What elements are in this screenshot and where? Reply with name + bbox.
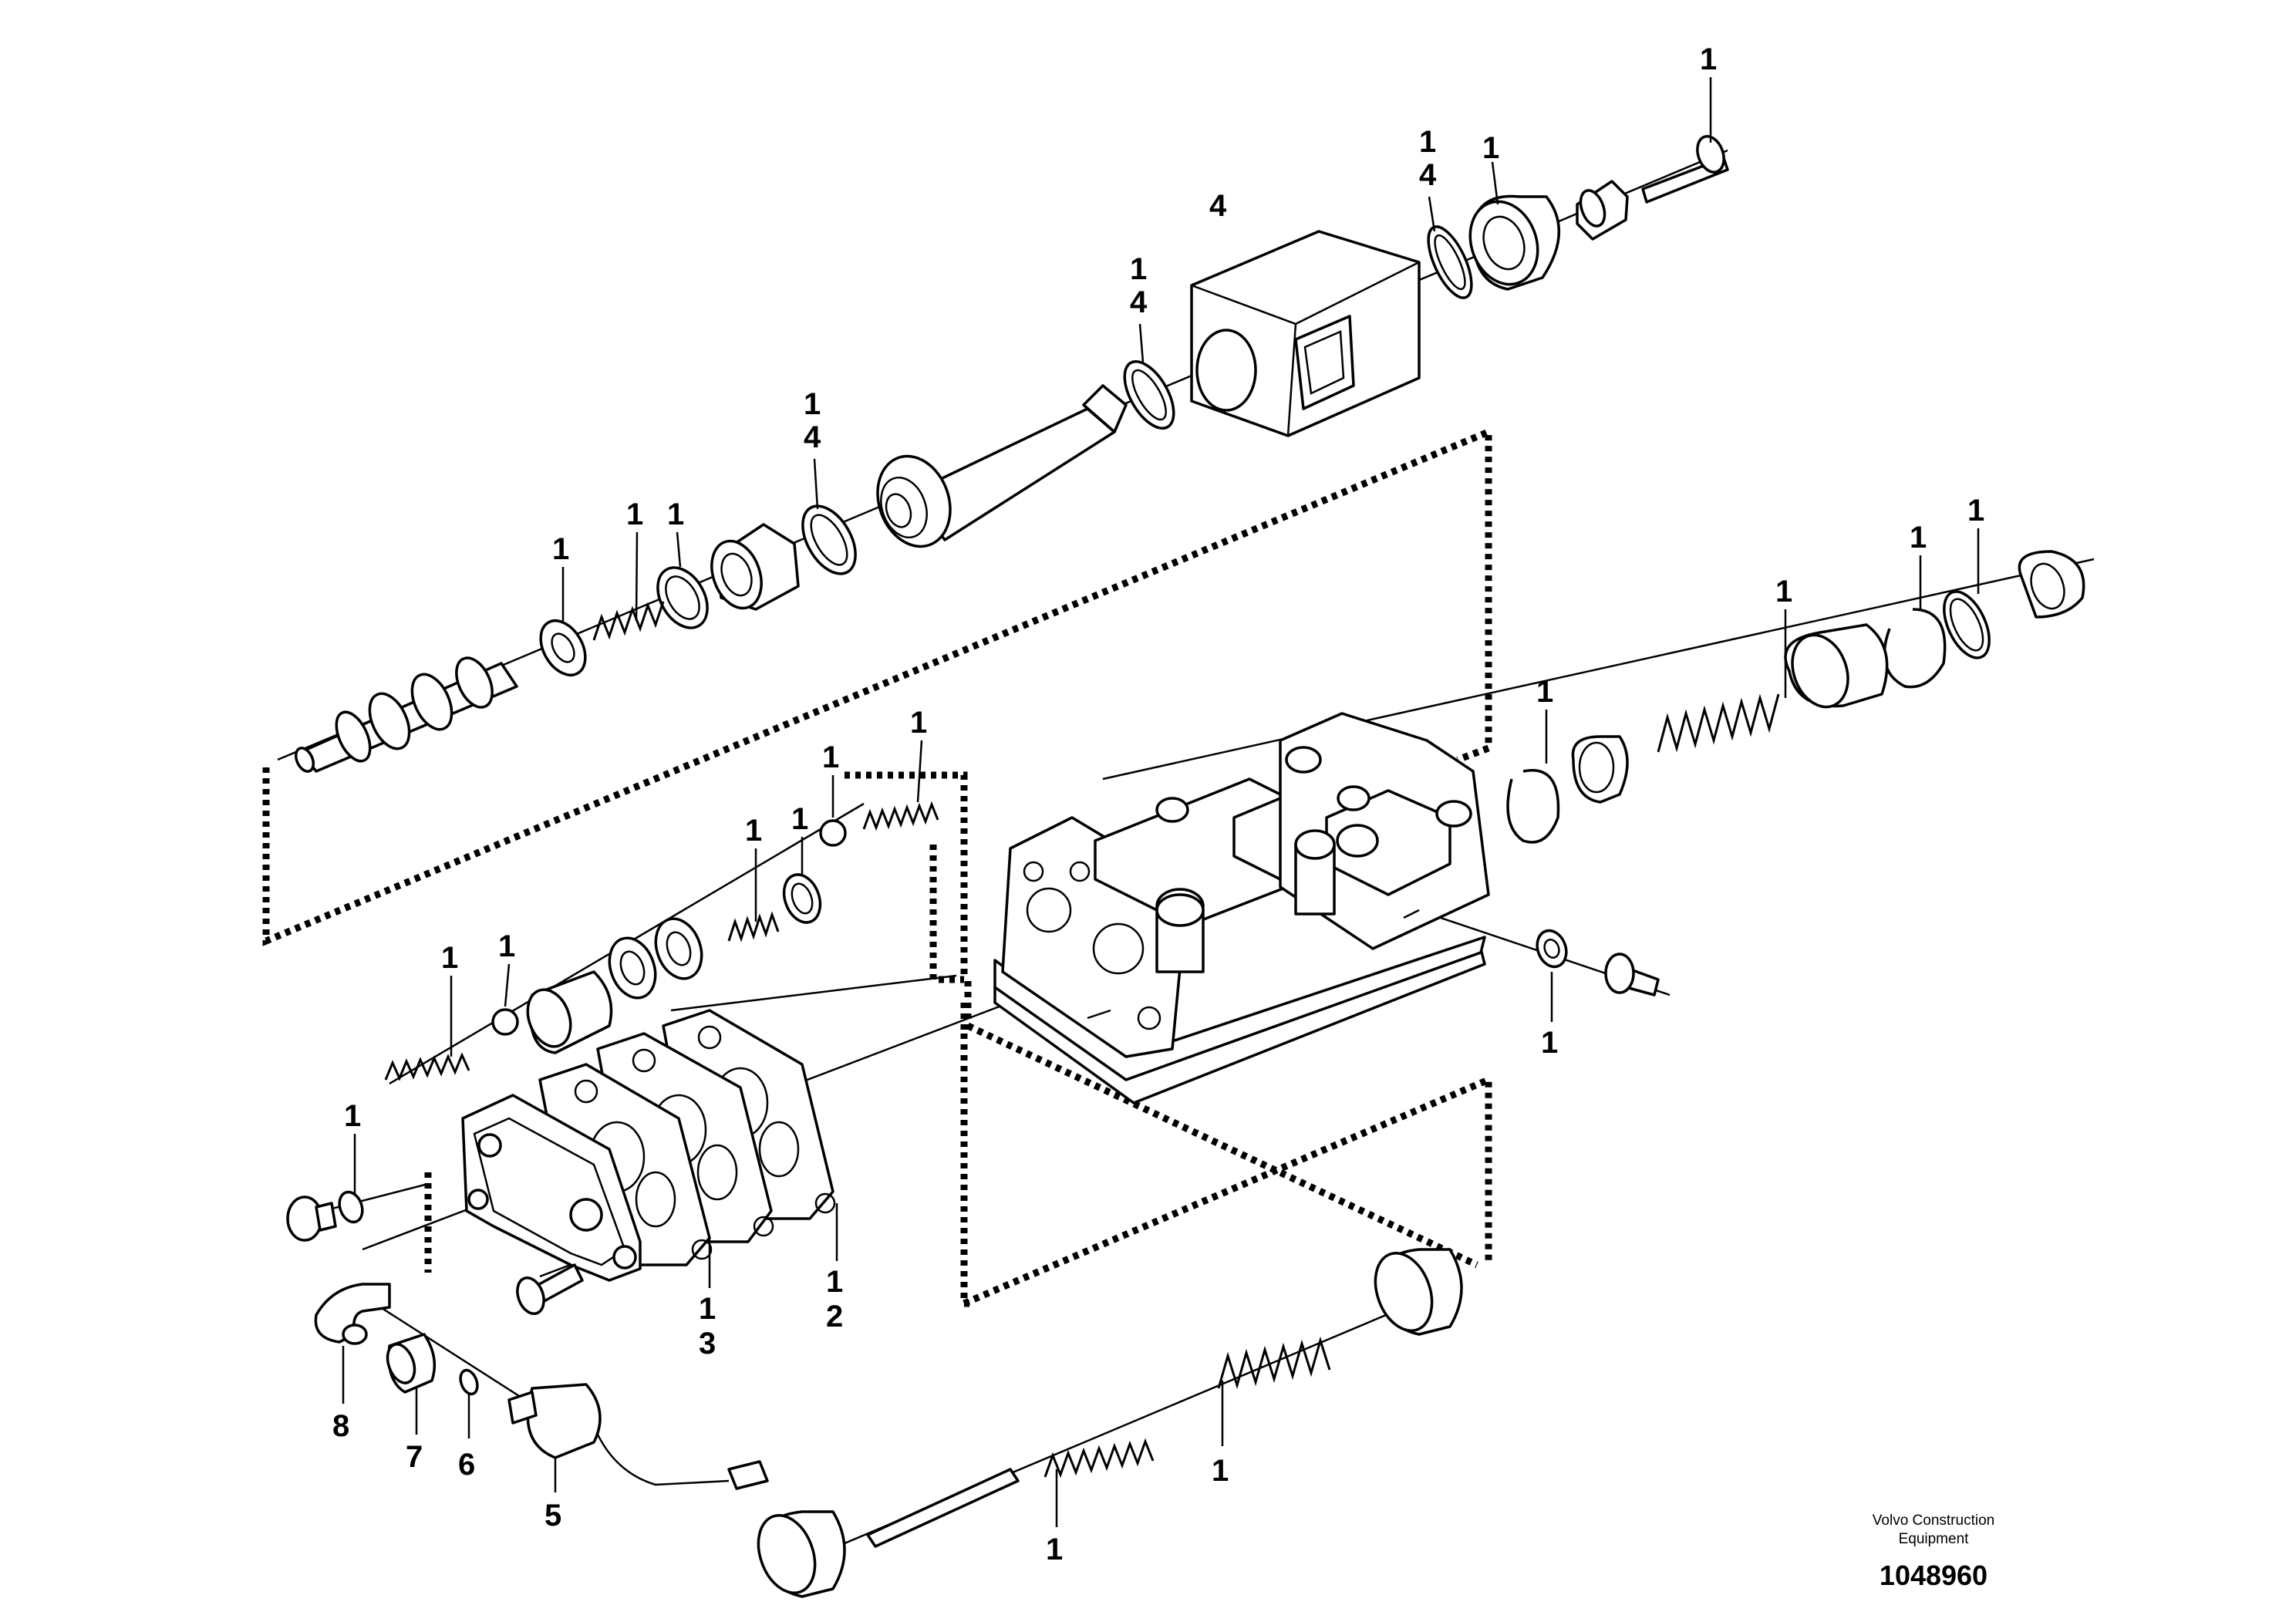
side-washer: [1536, 929, 1568, 969]
spring-bottom-large: [1217, 1336, 1331, 1390]
callout-c-oring-b-4: 4: [1130, 285, 1148, 319]
publisher-name-line2: Equipment: [1898, 1531, 1969, 1547]
assembly-boundary-lines: [262, 427, 1492, 1309]
washer-mid: [782, 873, 822, 924]
circlip-right-a: [1883, 608, 1947, 689]
spool-spring: [592, 601, 665, 641]
callout-c-oring-a-4: 4: [1419, 158, 1437, 192]
spring-top: [862, 801, 939, 831]
ball-left: [491, 1008, 519, 1036]
callout-c-spring-mid: 1: [745, 814, 762, 848]
callout-c-right-oring: 1: [1967, 494, 1984, 528]
callout-c-spool-spring: 1: [626, 497, 643, 531]
hex-nut-spool: [710, 523, 800, 611]
pressure-sensor: [507, 1383, 769, 1490]
callout-c-adapter: 7: [406, 1440, 423, 1474]
circlip-right-b: [1506, 769, 1560, 844]
publisher-name-line1: Volvo Construction: [1872, 1512, 1995, 1529]
spool-mid: [526, 917, 703, 1054]
drawing-number: 1048960: [1879, 1560, 1988, 1591]
callout-c-gasket-b-1: 1: [826, 1265, 843, 1299]
callout-c-solenoid: 4: [1209, 189, 1227, 223]
callout-c-right-spring: 1: [1775, 575, 1792, 609]
spool-washer: [539, 619, 587, 676]
hex-fitting-top: [1576, 180, 1629, 241]
spring-bottom-small: [1043, 1438, 1155, 1479]
solenoid-coil: [1190, 230, 1421, 437]
callout-c-bottom-spring2: 1: [1212, 1454, 1229, 1488]
callout-c-washer-mid: 1: [791, 802, 808, 836]
sleeve-right: [1784, 623, 1889, 709]
callouts: 1 1 4 1 4 1 4 1 4 1 1 1 1 1 1 1 1 1 1 1 …: [332, 42, 1984, 1566]
spring-mid: [727, 911, 780, 943]
callout-c-spring-top: 1: [910, 706, 927, 740]
callout-c-sensor: 5: [544, 1499, 561, 1533]
bolt-top: [1641, 135, 1729, 204]
end-cover: [461, 1094, 642, 1282]
callout-c-right-circlip2: 1: [1910, 521, 1927, 555]
publisher-block: Volvo Construction Equipment 1048960: [1826, 1512, 2041, 1592]
callout-c-gasket-a-1: 1: [699, 1292, 716, 1326]
cup-right: [1571, 735, 1629, 804]
elbow-fitting: [314, 1283, 391, 1345]
callout-c-spool-washer: 1: [552, 532, 569, 566]
plunger-tube: [876, 384, 1128, 548]
callout-c-elbow: 8: [332, 1409, 349, 1443]
callout-c-nut-top: 1: [1482, 131, 1499, 165]
callout-c-screw-left: 1: [344, 1099, 361, 1133]
callout-c-spool-oring: 1: [667, 497, 684, 531]
callout-c-oring-a-1: 1: [1419, 125, 1436, 159]
callout-c-gasket-b-2: 2: [826, 1300, 843, 1334]
spring-right: [1657, 693, 1780, 753]
o-ring-b: [1123, 359, 1175, 430]
cover-screw-upper: [286, 1190, 364, 1242]
cover-screw-lower: [516, 1263, 584, 1315]
callout-c-ball-top: 1: [822, 740, 839, 774]
leader-lines: [342, 77, 1980, 1527]
pin-bottom: [866, 1468, 1020, 1548]
callout-c-oring-b-1: 1: [1130, 252, 1147, 286]
callout-c-seal: 6: [458, 1448, 475, 1482]
plug-bottom-left: [757, 1510, 846, 1598]
callout-c-top-bolt: 1: [1700, 42, 1717, 76]
side-screw: [1604, 953, 1660, 996]
callout-c-side-washer: 1: [1541, 1026, 1558, 1060]
ball-top: [819, 819, 847, 847]
callout-c-ball-left: 1: [498, 929, 515, 963]
valve-spool: [294, 656, 518, 773]
plug-bottom-right: [1374, 1248, 1463, 1336]
valve-body-housing: [993, 712, 1490, 1104]
spring-left: [384, 1052, 470, 1081]
callout-c-oring-c-1: 1: [804, 387, 821, 421]
cap-nut-top: [1468, 194, 1560, 291]
o-ring-right: [1943, 590, 1991, 659]
seal-washer: [459, 1368, 479, 1396]
o-ring-spool: [656, 566, 709, 629]
callout-c-oring-c-4: 4: [804, 420, 821, 454]
callout-c-gasket-a-3: 3: [699, 1327, 716, 1361]
callout-c-bottom-spring1: 1: [1046, 1533, 1063, 1566]
plug-right: [2018, 550, 2085, 619]
callout-c-circlip-right: 1: [1536, 675, 1553, 709]
o-ring-c: [801, 504, 857, 575]
adapter: [386, 1333, 437, 1394]
callout-c-spring-left: 1: [441, 941, 458, 975]
